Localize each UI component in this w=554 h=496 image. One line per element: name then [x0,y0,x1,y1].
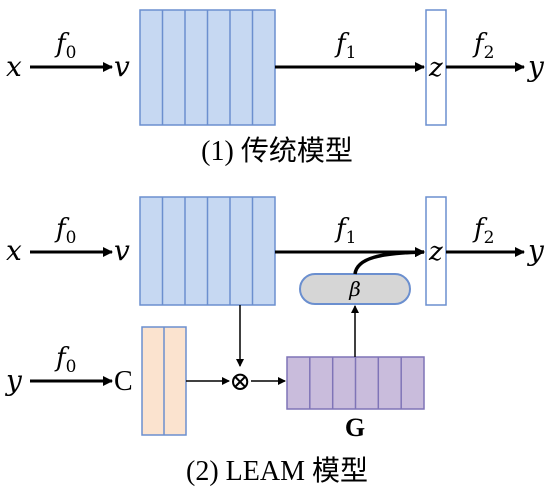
v-label: v [114,234,130,267]
f1-label: f1 [334,29,356,63]
beta-label: β [348,277,361,301]
beta-to-z-arrow [353,247,425,275]
g-label: G [345,413,365,442]
f0-label: f0 [54,29,76,63]
otimes-operator: ⊗ [229,367,251,396]
f2-label: f2 [472,29,494,63]
v-label: v [114,50,130,83]
f2-label: f2 [472,214,494,248]
label-embedding-block [141,326,187,436]
embedding-block [139,9,276,126]
embedding-block [139,196,276,306]
f1-label: f1 [334,214,356,248]
compatibility-matrix-block [286,356,425,410]
f0-label: f0 [54,214,76,248]
f0-label-embedding: f0 [54,343,76,377]
input-y-label: y [4,364,23,397]
c-label: C [114,366,133,397]
z-label: z [428,53,443,83]
output-y-label: y [526,234,545,267]
caption-leam: (2) LEAM 模型 [186,455,368,487]
input-x-label: x [6,50,22,83]
input-x-label: x [6,234,22,267]
panel-traditional-model: x f0 v f1 z f2 y (1) 传统模型 [6,9,545,167]
output-y-label: y [526,50,545,83]
caption-traditional: (1) 传统模型 [201,135,353,167]
z-label: z [428,237,443,267]
panel-leam-model: x f0 v f1 z f2 y β y f0 [4,196,545,487]
